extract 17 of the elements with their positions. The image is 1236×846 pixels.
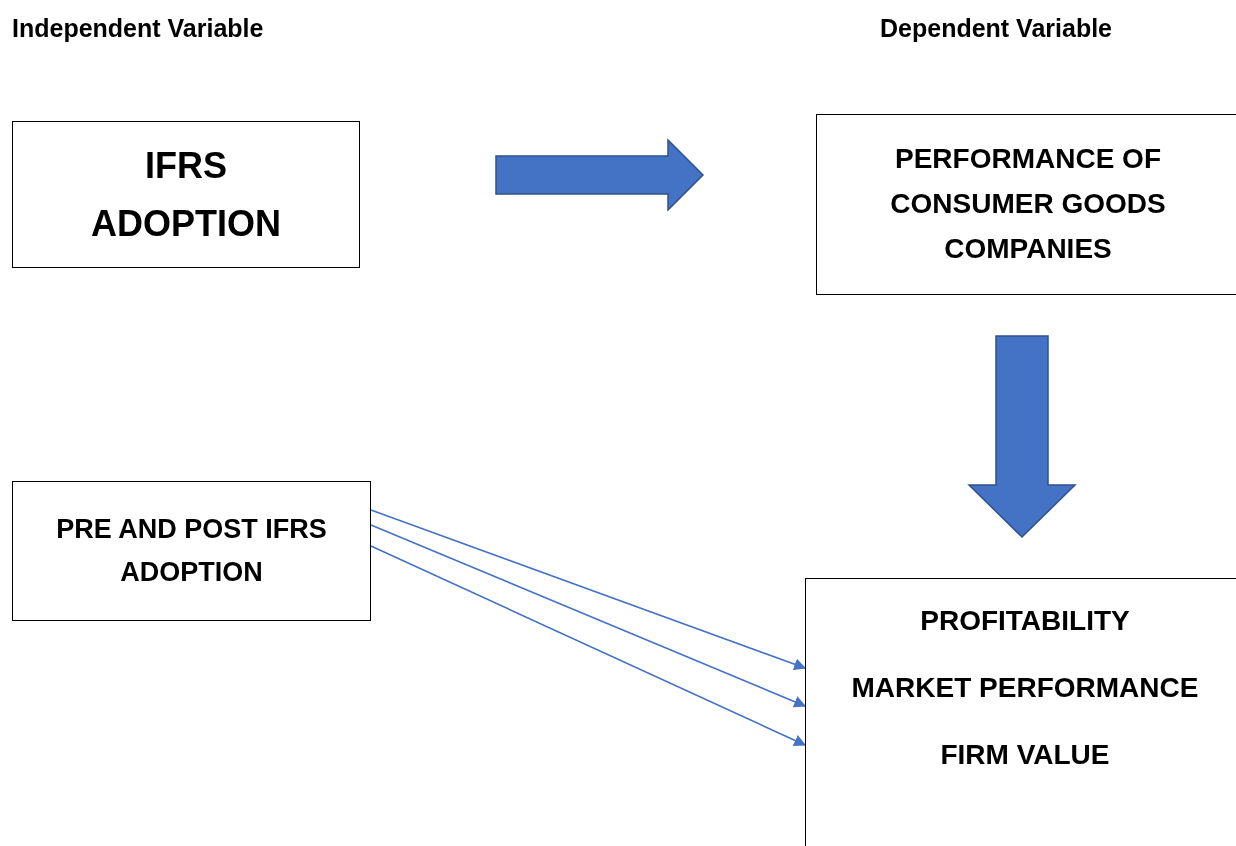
variable-label: PROFITABILITY	[920, 604, 1130, 638]
column-heading: Independent Variable	[12, 14, 264, 43]
variable-label: IFRS ADOPTION	[90, 143, 282, 246]
variable-label: FIRM VALUE	[940, 737, 1110, 772]
variable-box	[816, 114, 1236, 295]
variable-label: PRE AND POST IFRS ADOPTION	[55, 512, 328, 589]
variable-label: PERFORMANCE OF CONSUMER GOODS COMPANIES	[889, 142, 1167, 266]
arrow	[370, 509, 807, 670]
variable-box	[12, 121, 360, 268]
block-arrow	[967, 335, 1077, 539]
arrow	[370, 545, 807, 746]
block-arrow	[495, 138, 705, 212]
variable-label: MARKET PERFORMANCE	[851, 670, 1199, 705]
arrow	[370, 524, 807, 708]
column-heading: Dependent Variable	[880, 14, 1113, 43]
variable-box	[805, 578, 1236, 846]
variable-box	[12, 481, 371, 621]
